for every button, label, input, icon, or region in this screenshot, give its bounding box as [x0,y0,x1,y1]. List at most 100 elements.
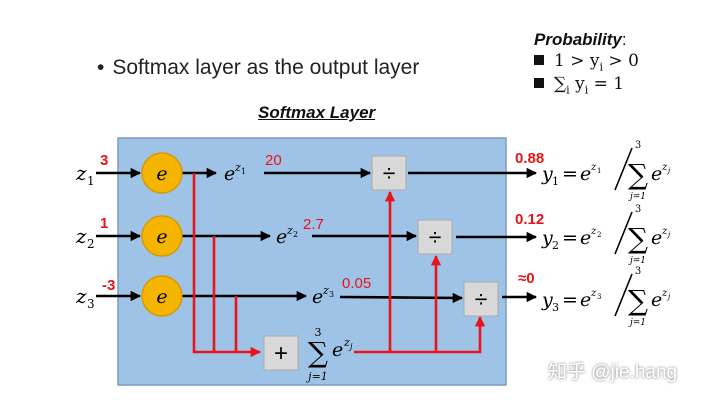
cond1-text: 1 > y [554,51,600,71]
cond2-sub: i [566,83,570,97]
sum-supsub: j [348,342,353,351]
probability-condition-1: 1 > yi > 0 [534,51,639,73]
exp-supsub-3: 3 [329,290,334,299]
divide-symbol: ÷ [429,224,442,250]
output-values: 0.88 0.12 ≈0 [515,150,544,287]
output-sub: 2 [552,239,559,252]
probability-box: Probability: 1 > yi > 0 ∑i yi = 1 [534,30,639,97]
probability-condition-2: ∑i yi = 1 [534,74,639,97]
den-upper: 3 [635,204,641,215]
input-labels: z 1 z 2 z 3 [75,161,95,311]
den-sigma: ∑ [628,158,648,191]
sum-wire-1 [192,173,262,358]
input-var-3: z [75,284,87,308]
exp-sup-3: z [322,284,329,297]
output-formula-1: y 1 = e z 1 3 ∑ j=1 e z j [541,140,671,202]
input-value-2: 1 [100,215,108,232]
exp-node-label: e [156,226,167,248]
square-bullet-icon [534,55,544,65]
exp-node-3: e [141,275,183,317]
divide-box-2: ÷ [417,219,453,255]
den-lower: j=1 [628,192,646,202]
exp-sup-1: z [234,161,241,174]
exp-sup-2: z [286,224,293,237]
watermark: 知乎 @jie.hang [548,362,678,383]
input-value-1: 3 [100,152,108,169]
bullet-text: •Softmax layer as the output layer [97,56,420,79]
divide-box-1: ÷ [371,155,407,191]
exp-labels: e z 1 e z 2 e z 3 [224,161,334,308]
svg-text:=: = [562,227,578,249]
output-var: y [541,289,553,311]
exp-base-3: e [312,286,323,308]
sum-sup: z [343,336,350,349]
probability-colon: : [621,30,627,49]
output-var: y [541,227,553,249]
den-lower: j=1 [628,256,646,266]
input-value-3: -3 [102,277,115,294]
svg-text:=: = [562,163,578,185]
output-var: y [541,163,553,185]
divide-symbol: ÷ [475,286,488,312]
output-value-1: 0.88 [515,150,544,167]
divide-box-3: ÷ [463,281,499,317]
den-sigma: ∑ [628,284,648,317]
cond2-sigma: ∑ [554,74,567,95]
plus-box: + [263,335,299,371]
input-sub-3: 3 [87,297,95,311]
exp-arrow-3 [339,292,464,304]
output-sub: 1 [552,175,559,188]
num-supsub: 3 [597,293,601,301]
exp-supsub-1: 1 [241,167,246,176]
input-sub-1: 1 [87,174,95,188]
den-sup: z [661,162,668,173]
bullet-label: Softmax layer as the output layer [112,56,420,79]
cond1-sub: i [599,60,604,74]
exp-node-label: e [156,163,167,185]
sum-to-div3 [354,315,486,354]
input-sub-2: 2 [87,237,95,251]
den-base: e [651,289,662,311]
cond2-sub2: i [584,83,589,97]
exp-base-1: e [224,163,235,185]
num-sup: z [590,226,597,237]
num-sup: z [590,162,597,173]
num-sup: z [590,288,597,299]
cond2-mid: y [569,74,585,95]
exp-value-2: 2.7 [303,216,324,233]
sum-base: e [332,339,343,361]
exp-value-3: 0.05 [342,275,371,292]
den-supsub: j [666,167,671,175]
softmax-layer-title: Softmax Layer [258,103,376,122]
output-value-2: 0.12 [515,211,544,228]
den-upper: 3 [635,140,641,151]
exp-node-1: e [141,152,183,194]
exp-values: 20 2.7 0.05 [265,152,371,292]
sum-symbol: ∑ [308,336,328,369]
den-sup: z [661,226,668,237]
sum-upper: 3 [315,326,322,339]
square-bullet-icon [534,78,544,89]
input-values: 3 1 -3 [100,152,115,294]
probability-title: Probability [534,30,622,49]
den-supsub: j [666,293,671,301]
input-var-2: z [75,224,87,248]
output-value-3: ≈0 [518,270,535,287]
softmax-panel [117,137,507,386]
den-base: e [651,227,662,249]
exp-base-2: e [276,226,287,248]
num-base: e [580,163,591,185]
den-upper: 3 [635,266,641,277]
cond2-rest: = 1 [588,74,625,95]
output-formula-3: y 3 = e z 3 3 ∑ j=1 e z j [541,266,671,328]
num-base: e [580,227,591,249]
num-base: e [580,289,591,311]
divide-symbol: ÷ [383,160,396,186]
den-base: e [651,163,662,185]
plus-symbol: + [274,340,288,367]
input-var-1: z [75,161,87,185]
output-sub: 3 [552,301,559,314]
exp-node-2: e [141,215,183,257]
